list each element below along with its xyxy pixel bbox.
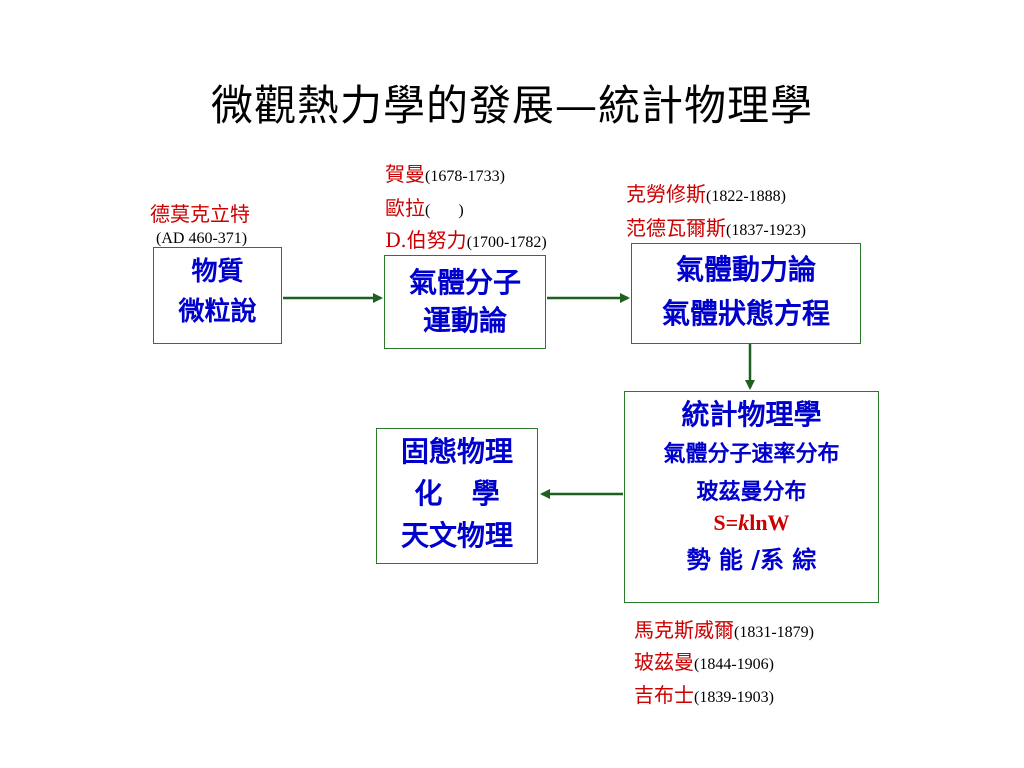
- scientist-name: 范德瓦爾斯: [626, 216, 726, 240]
- box-line: 統計物理學: [681, 398, 822, 431]
- scientist-years: (AD 460-371): [156, 230, 248, 247]
- box-gas-dynamics: 氣體動力論 氣體狀態方程: [631, 243, 861, 344]
- scientist-years: (1844-1906): [694, 656, 774, 673]
- scientist-name: 吉布士: [634, 683, 694, 707]
- box-line: 運動論: [422, 304, 507, 337]
- page-title: 微觀熱力學的發展—統計物理學: [210, 81, 813, 130]
- scientist-years: (1678-1733): [425, 168, 505, 185]
- box-line: 勢 能 /系 綜: [686, 545, 817, 574]
- scientist-name: 德莫克立特: [150, 202, 250, 226]
- box-line: 物質: [191, 257, 244, 287]
- formula-prefix: S=: [713, 510, 739, 535]
- box-statistical-physics: 統計物理學 氣體分子速率分布 玻茲曼分布 S=klnW 勢 能 /系 綜: [624, 391, 879, 603]
- box-line: 微粒說: [178, 297, 257, 327]
- scientist-years: ( ): [425, 202, 464, 219]
- box-line: 氣體分子: [408, 266, 521, 299]
- scientist-van-der-waals: 范德瓦爾斯(1837-1923): [626, 212, 806, 241]
- formula-suffix: lnW: [749, 510, 790, 535]
- scientist-name: 歐拉: [385, 196, 425, 220]
- box-line: 氣體分子速率分布: [663, 441, 840, 467]
- scientist-name: 馬克斯威爾: [634, 618, 734, 642]
- box-line: 固態物理: [400, 435, 513, 468]
- scientist-years: (1839-1903): [694, 689, 774, 706]
- scientist-democritus: 德莫克立特: [150, 198, 250, 227]
- scientist-name: 克勞修斯: [626, 182, 706, 206]
- box-line: 天文物理: [400, 519, 513, 552]
- scientist-name: 玻茲曼: [634, 650, 694, 674]
- box-matter-particle-theory: 物質 微粒說: [153, 247, 282, 344]
- scientist-democritus-years-wrap: (AD 460-371): [156, 228, 247, 248]
- box-line: 玻茲曼分布: [696, 479, 807, 505]
- scientist-clausius: 克勞修斯(1822-1888): [626, 178, 786, 207]
- box-line: 化 學: [414, 477, 500, 510]
- box-applications: 固態物理 化 學 天文物理: [376, 428, 538, 564]
- scientist-boltzmann: 玻茲曼(1844-1906): [634, 646, 774, 675]
- entropy-formula: S=klnW: [625, 510, 878, 536]
- scientist-years: (1700-1782): [466, 234, 547, 251]
- box-molecular-kinetic-theory: 氣體分子 運動論: [384, 255, 546, 349]
- formula-k: k: [738, 510, 750, 535]
- box-line: 氣體動力論: [675, 253, 816, 286]
- scientist-bernoulli: D.伯努力(1700-1782): [385, 224, 547, 253]
- box-line: 氣體狀態方程: [661, 297, 830, 330]
- scientist-years: (1822-1888): [706, 188, 786, 205]
- scientist-years: (1831-1879): [734, 624, 814, 641]
- scientist-gibbs: 吉布士(1839-1903): [634, 679, 774, 708]
- scientist-name: D.伯努力: [385, 228, 467, 252]
- scientist-maxwell: 馬克斯威爾(1831-1879): [634, 614, 814, 643]
- scientist-euler: 歐拉( ): [385, 192, 464, 221]
- scientist-huygens: 賀曼(1678-1733): [385, 158, 505, 187]
- scientist-name: 賀曼: [385, 162, 425, 186]
- scientist-years: (1837-1923): [726, 222, 806, 239]
